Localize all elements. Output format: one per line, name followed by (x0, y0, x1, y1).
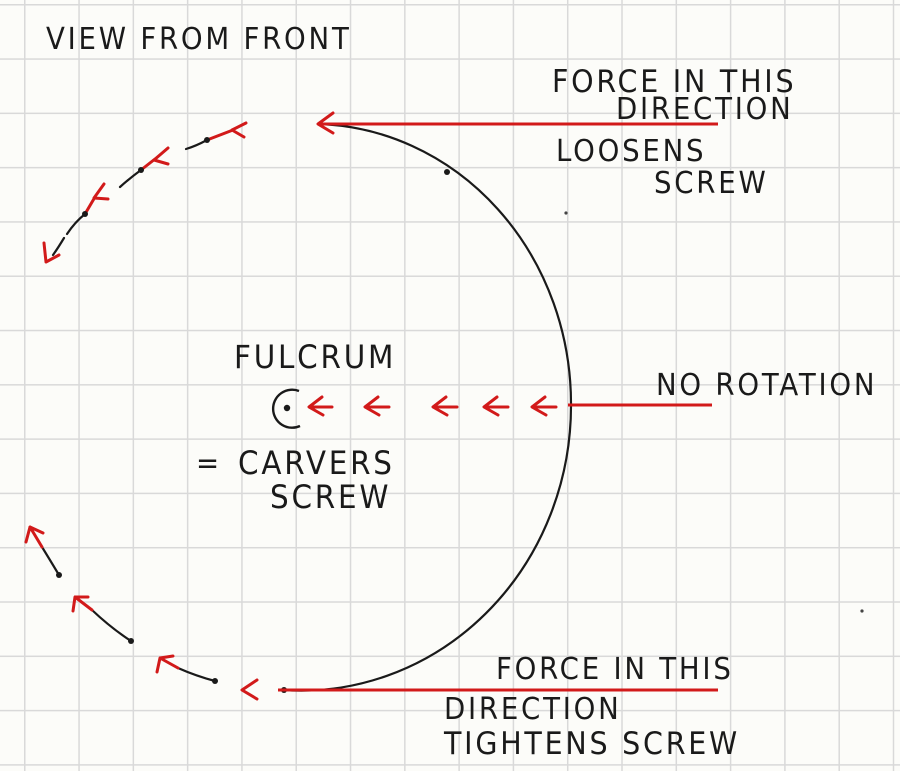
rotation-segment-head (155, 654, 180, 674)
rotation-dot (204, 137, 210, 143)
bottom-force-label-line3: TIGHTENS SCREW (444, 726, 741, 762)
fulcrum-label: FULCRUM (234, 338, 397, 376)
rotation-segment-head (205, 121, 248, 142)
bottom-force-label-line1: FORCE IN THIS (496, 652, 734, 687)
carvers-label-line1: CARVERS (238, 444, 395, 482)
stray-mark (860, 609, 864, 613)
rotation-dot (56, 572, 62, 578)
rotation-dot (138, 167, 144, 173)
chain-arrow (307, 395, 334, 417)
chain-arrow (482, 395, 510, 417)
rotation-segment-head (42, 241, 61, 264)
chain-arrow (431, 395, 459, 417)
rotation-segment (176, 666, 217, 683)
carvers-label-line2: SCREW (270, 478, 392, 516)
rotation-segment (40, 545, 61, 577)
tighten-rotation-path (24, 525, 218, 684)
chain-arrow (530, 395, 558, 417)
rotation-segment-head (24, 525, 45, 549)
top-force-label-line2: DIRECTION (616, 92, 794, 127)
rotation-segment (184, 138, 209, 151)
rotation-segment-head (83, 182, 110, 216)
diagram-title: VIEW FROM FRONT (46, 22, 352, 57)
stray-mark (564, 211, 568, 215)
top-force-label-line3: LOOSENS (556, 134, 707, 169)
rotation-dot (128, 638, 134, 644)
no-rotation-label: NO ROTATION (656, 368, 878, 403)
horizontal-arrow-chain (307, 395, 558, 417)
chain-arrow (363, 395, 391, 417)
bottom-force-arrowhead (240, 678, 259, 701)
loosen-rotation-path (42, 121, 248, 264)
rotation-segment (51, 236, 66, 257)
rotation-segment-head (71, 595, 94, 613)
top-force-label-line4: SCREW (654, 166, 769, 201)
equals-sign: = (196, 446, 222, 481)
fulcrum-icon (271, 388, 301, 429)
top-force-arrowhead (316, 111, 335, 135)
rotation-segment (118, 168, 143, 189)
fulcrum-dot (283, 404, 291, 412)
rotation-dot (82, 211, 88, 217)
rotation-segment-head (139, 146, 170, 172)
bottom-force-label-line2: DIRECTION (444, 692, 622, 727)
rotation-dot (212, 678, 218, 684)
arc-dot (444, 169, 450, 175)
top-force-label-line1: FORCE IN THIS (552, 64, 797, 100)
rotation-segment (90, 608, 133, 643)
rotation-segment (65, 212, 87, 236)
